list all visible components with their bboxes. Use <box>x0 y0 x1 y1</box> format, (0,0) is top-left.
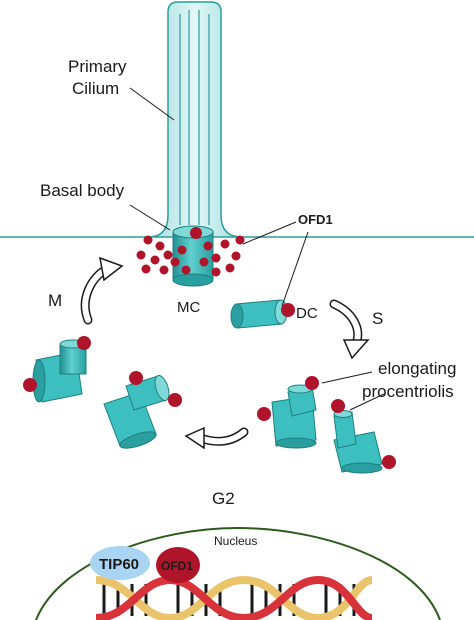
phase-m-label: M <box>48 291 62 310</box>
phase-g2-label: G2 <box>212 489 235 508</box>
nucleus-label: Nucleus <box>214 534 257 548</box>
nucleus-envelope <box>35 526 441 620</box>
phase-s-label: S <box>372 309 383 328</box>
centriole-pair-right-lower <box>331 399 396 474</box>
dna-helix <box>95 575 373 620</box>
ofd1-callout-label: OFD1 <box>298 212 333 227</box>
arrow-m-phase <box>80 256 124 325</box>
elongating-label-line2: procentriolis <box>362 382 454 401</box>
daughter-centriole <box>230 299 295 329</box>
arrow-g2-phase <box>184 426 249 450</box>
tip60-label: TIP60 <box>99 556 139 573</box>
mc-label: MC <box>177 299 200 316</box>
dc-label: DC <box>296 305 318 322</box>
ofd1-nucleus-label: OFD1 <box>161 559 193 573</box>
centriole-pair-left <box>23 336 91 403</box>
ofd1-dots-basal-body <box>136 227 245 277</box>
centriole-pair-middle-left <box>103 371 182 449</box>
arrow-s-phase <box>329 299 370 360</box>
centriole-pair-right-upper <box>257 376 319 449</box>
ofd1-nucleus-blob <box>156 547 200 583</box>
primary-cilium-label-line1: Primary <box>68 57 127 76</box>
basal-body-label: Basal body <box>40 181 125 200</box>
tip60-blob <box>90 546 150 580</box>
primary-cilium-label-line2: Cilium <box>72 79 119 98</box>
elongating-label-line1: elongating <box>378 359 456 378</box>
callout-lines <box>129 87 385 411</box>
primary-cilium <box>149 1 241 238</box>
